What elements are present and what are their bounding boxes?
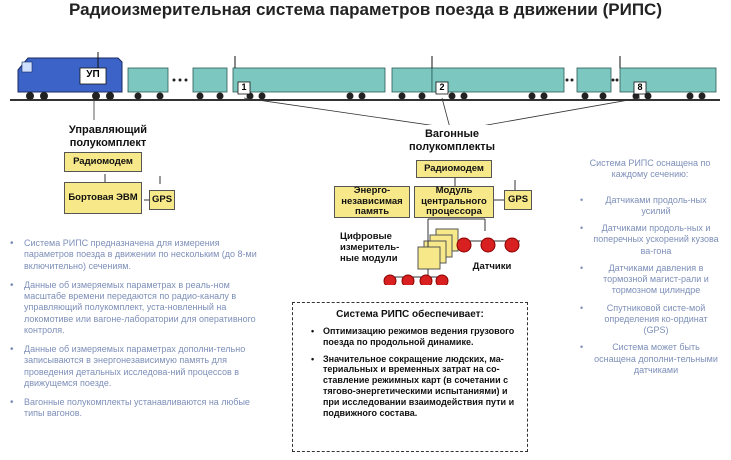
- right-item-2: Датчиками продоль-ных и поперечных ускор…: [580, 223, 720, 257]
- wagon-cpu: Модуль центрального процессора: [414, 186, 494, 218]
- right-item-1: Датчиками продоль-ных усилий: [580, 195, 720, 218]
- control-gps: GPS: [149, 190, 175, 210]
- center-item-1: Оптимизацию режимов ведения грузового по…: [311, 326, 519, 348]
- left-notes: Система РИПС предназначена для измерения…: [10, 238, 268, 428]
- wagon-number-1: 1: [241, 82, 247, 92]
- wagon-gps: GPS: [504, 190, 532, 210]
- left-note-4: Вагонные полукомплекты устанавливаются н…: [10, 397, 268, 420]
- right-heading: Система РИПС оснащена по каждому сечению…: [589, 158, 711, 180]
- right-notes: Система РИПС оснащена по каждому сечению…: [580, 158, 720, 382]
- page-title: Радиоизмерительная система параметров по…: [69, 0, 662, 19]
- loco-label: УП: [86, 69, 100, 80]
- right-item-3: Датчиками давления в тормозной магист-ра…: [580, 263, 720, 297]
- locomotive: [17, 52, 123, 100]
- center-summary-box: Система РИПС обеспечивает: Оптимизацию р…: [292, 302, 528, 452]
- right-item-5: Система может быть оснащена дополни-тель…: [580, 342, 720, 376]
- wagon-modules-diagram: [383, 178, 520, 285]
- control-heading: Управляющий полукомплект: [68, 124, 148, 149]
- wagon-number-2: 2: [439, 82, 445, 92]
- wagon-memory: Энерго-независимая память: [334, 186, 410, 218]
- left-note-3: Данные об измеряемых параметрах дополни-…: [10, 344, 268, 389]
- train-diagram: [10, 52, 720, 125]
- center-item-2: Значительное сокращение людских, ма-тери…: [311, 354, 519, 419]
- wagon-heading: Вагонные полукомплекты: [408, 128, 495, 153]
- control-radiomodem: Радиомодем: [64, 152, 142, 172]
- control-computer: Бортовая ЭВМ: [64, 182, 142, 214]
- center-heading: Система РИПС обеспечивает:: [336, 309, 484, 320]
- right-item-4: Спутниковой систе-мой определения ко-орд…: [580, 303, 720, 337]
- sensors-label: Датчики: [472, 261, 512, 272]
- left-note-1: Система РИПС предназначена для измерения…: [10, 238, 268, 272]
- left-note-2: Данные об измеряемых параметрах в реаль-…: [10, 280, 268, 336]
- wagon-number-3: 8: [637, 82, 643, 92]
- digital-modules-label: Цифровые измеритель-ные модули: [340, 231, 400, 264]
- wagon-radiomodem: Радиомодем: [416, 160, 492, 178]
